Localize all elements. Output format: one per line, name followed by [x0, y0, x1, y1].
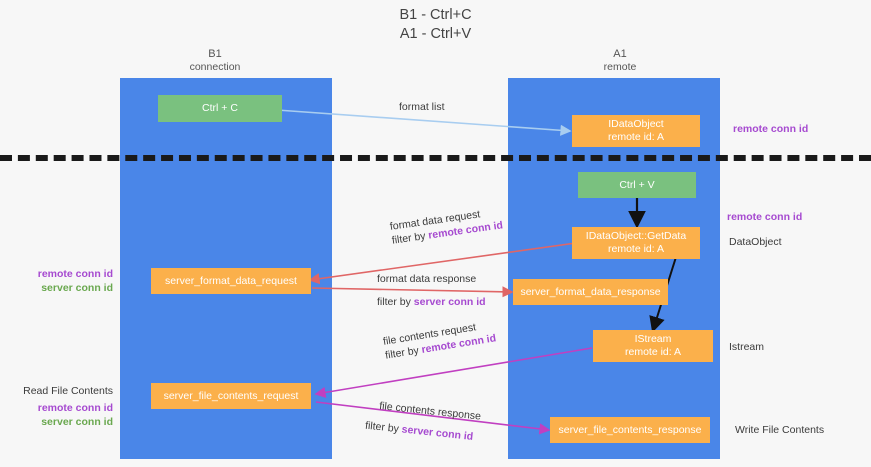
- column-header-a1: A1 remote: [545, 48, 695, 74]
- column-header-b1: B1 connection: [140, 48, 290, 74]
- side-label-istream: Istream: [729, 341, 765, 353]
- side-label-remote-conn-id-mid: remote conn id: [727, 211, 803, 223]
- arrow-file-contents-response: [315, 401, 551, 435]
- node-getdata-line2: remote id: A: [607, 243, 665, 255]
- node-server-format-data-request-label: server_format_data_request: [165, 274, 297, 287]
- node-idataobject-line1: IDataObject: [608, 118, 664, 130]
- arrow-file-contents-request: [314, 347, 593, 398]
- node-idataobject-line2: remote id: A: [607, 131, 665, 143]
- side-label-left-conn-ids: remote conn id server conn id: [0, 268, 113, 295]
- side-label-remote-conn-id-top: remote conn id: [733, 123, 809, 135]
- side-label-left-remote-conn-id-2: remote conn id: [37, 402, 113, 414]
- side-label-left-server-conn-id: server conn id: [41, 281, 113, 294]
- column-header-b1-sub: connection: [189, 61, 241, 73]
- node-istream-line2: remote id: A: [624, 346, 682, 358]
- arrow-format-list: [276, 109, 572, 136]
- column-header-a1-sub: remote: [603, 61, 637, 73]
- arrow-format-data-response: [311, 286, 514, 298]
- filter-key-server-conn-id: server conn id: [413, 296, 486, 308]
- side-label-write-file-contents: Write File Contents: [735, 424, 825, 436]
- node-server-file-contents-response[interactable]: server_file_contents_response: [550, 417, 710, 443]
- edge-label-format-list: format list: [399, 101, 445, 113]
- node-getdata-line1: IDataObject::GetData: [585, 230, 687, 242]
- phase-separator: [0, 155, 871, 161]
- edge-label-format-data-response: format data response filter by server co…: [377, 272, 486, 309]
- column-header-a1-name: A1: [613, 48, 627, 60]
- node-idataobject[interactable]: IDataObject remote id: A: [572, 115, 700, 147]
- side-label-left-conn-ids-2: remote conn id server conn id: [0, 402, 113, 429]
- node-ctrl-v-label: Ctrl + V: [619, 178, 655, 191]
- title-line-2: A1 - Ctrl+V: [399, 26, 472, 42]
- side-label-left-remote-conn-id: remote conn id: [37, 268, 113, 280]
- side-label-left-server-conn-id-2: server conn id: [41, 415, 113, 428]
- node-istream-line1: IStream: [634, 333, 672, 345]
- node-server-format-data-response-label: server_format_data_response: [520, 285, 661, 298]
- side-label-dataobject: DataObject: [729, 236, 782, 248]
- column-header-b1-name: B1: [208, 48, 222, 60]
- filter-prefix: filter by: [377, 296, 414, 308]
- side-label-read-file-contents: Read File Contents: [23, 385, 113, 397]
- node-server-file-contents-request[interactable]: server_file_contents_request: [151, 383, 311, 409]
- node-istream[interactable]: IStream remote id: A: [593, 330, 713, 362]
- edge-label-format-data-response-line2: filter by server conn id: [377, 295, 486, 309]
- title-line-1: B1 - Ctrl+C: [399, 7, 472, 23]
- node-server-file-contents-response-label: server_file_contents_response: [558, 423, 702, 436]
- arrow-format-data-request: [308, 242, 577, 285]
- edge-label-format-data-response-line1: format data response: [377, 273, 477, 285]
- diagram-title: B1 - Ctrl+C A1 - Ctrl+V: [0, 6, 871, 44]
- node-server-format-data-response[interactable]: server_format_data_response: [513, 279, 668, 305]
- node-ctrl-c[interactable]: Ctrl + C: [158, 95, 282, 122]
- filter-prefix: filter by: [364, 419, 403, 436]
- node-server-file-contents-request-label: server_file_contents_request: [163, 389, 299, 402]
- node-ctrl-c-label: Ctrl + C: [202, 102, 238, 114]
- node-ctrl-v[interactable]: Ctrl + V: [578, 172, 696, 198]
- node-idataobject-getdata[interactable]: IDataObject::GetData remote id: A: [572, 227, 700, 259]
- node-server-format-data-request[interactable]: server_format_data_request: [151, 268, 311, 294]
